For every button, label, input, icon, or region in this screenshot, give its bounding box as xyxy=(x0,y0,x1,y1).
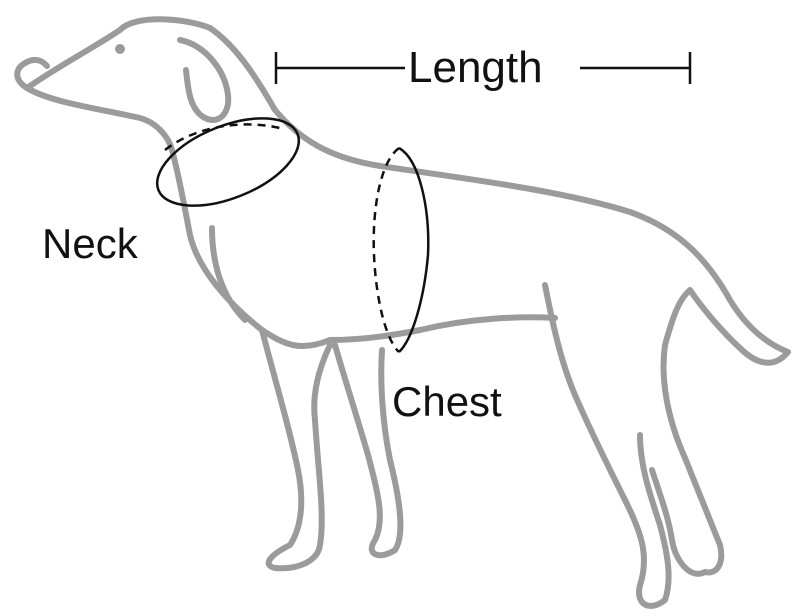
dog-front-leg-right xyxy=(335,345,400,555)
neck-label: Neck xyxy=(42,220,139,267)
chest-label: Chest xyxy=(392,378,502,425)
dog-silhouette-icon xyxy=(17,19,788,606)
dog-muzzle-outline xyxy=(17,60,172,150)
dog-body-outline xyxy=(27,19,788,572)
dog-belly-outline xyxy=(330,317,555,340)
dog-front-leg-left xyxy=(262,330,330,568)
dog-chest-outline xyxy=(172,150,330,346)
neck-measure: Neck xyxy=(42,101,311,267)
length-measure: Length xyxy=(276,43,690,92)
chest-measure: Chest xyxy=(374,148,502,425)
dog-ear-outline xyxy=(180,40,228,120)
length-label: Length xyxy=(408,43,543,92)
chest-ring-back xyxy=(374,148,399,352)
dog-neck-line xyxy=(212,228,245,320)
dog-hind-leg-left xyxy=(545,285,669,606)
dog-eye-icon xyxy=(115,44,125,54)
chest-ring-front xyxy=(399,148,428,352)
